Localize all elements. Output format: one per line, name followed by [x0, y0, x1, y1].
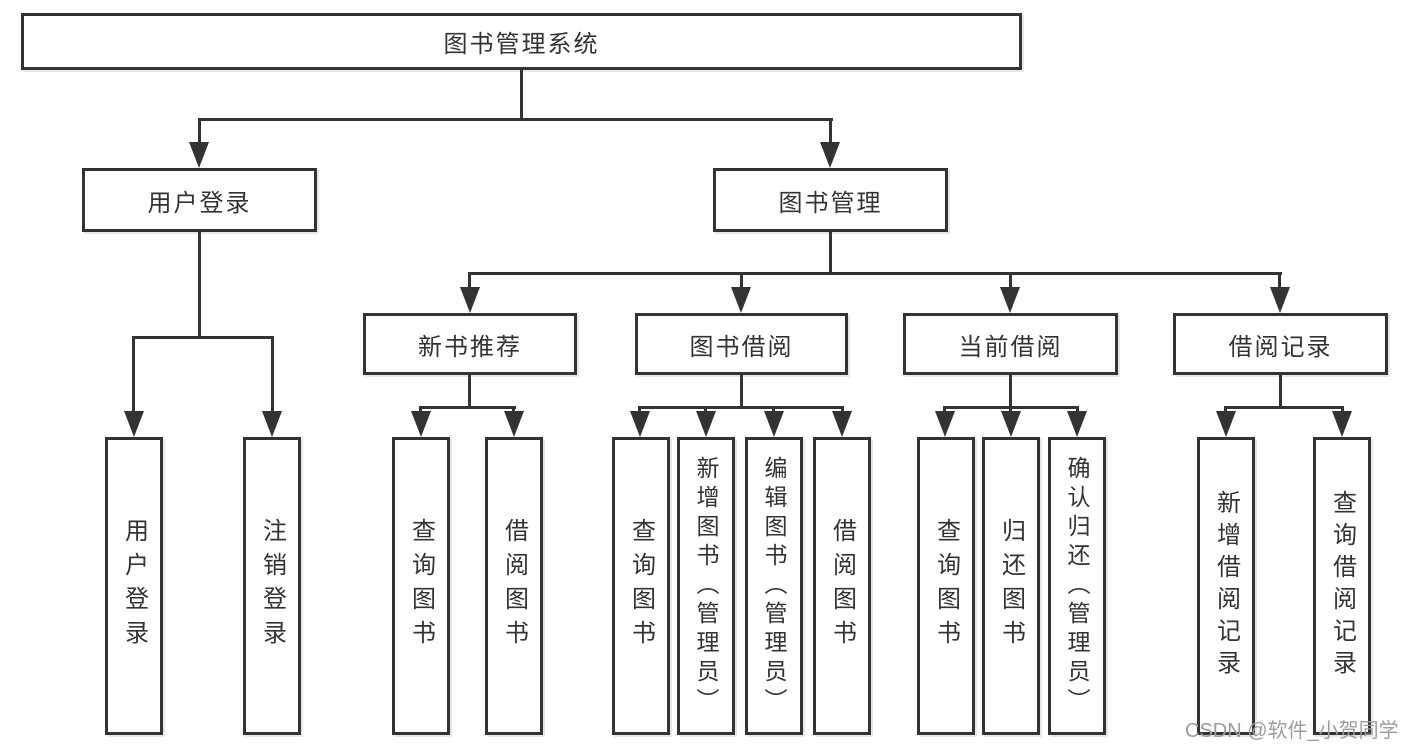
connector-user-login-splitter — [132, 336, 274, 339]
node-borrow-records-label: 借阅记录 — [1228, 333, 1333, 361]
arrowhead-down-bb-add — [696, 411, 716, 437]
arrowhead-down-cb-confirm — [1067, 411, 1087, 437]
connector-br-splitter — [1224, 406, 1344, 409]
arrowhead-down-current-borrow — [1000, 287, 1020, 313]
leaf-bb-add-book-admin-label: 新增图书（管理员） — [693, 455, 719, 717]
leaf-nb-query-books-label: 查询图书 — [407, 518, 435, 654]
arrowhead-down-user-login — [189, 142, 209, 168]
arrowhead-down-leaf-logout — [262, 411, 282, 437]
leaf-bb-edit-book-admin-label: 编辑图书（管理员） — [761, 455, 787, 717]
connector-bb-splitter — [638, 406, 844, 409]
arrowhead-down-borrow-records — [1270, 287, 1290, 313]
connector-drop-cb-confirm — [1076, 406, 1079, 415]
connector-drop-nb-query — [419, 406, 422, 415]
arrowhead-down-new-book-recommend — [460, 287, 480, 313]
connector-drop-book-management — [829, 118, 832, 146]
connector-drop-bb-add — [704, 406, 707, 415]
node-root-library-management-system: 图书管理系统 — [21, 13, 1022, 70]
connector-root-stem — [520, 70, 523, 118]
leaf-cb-return-books: 归还图书 — [982, 437, 1040, 735]
node-user-login: 用户登录 — [82, 168, 317, 232]
leaf-user-login: 用户登录 — [105, 437, 163, 735]
node-new-book-recommend: 新书推荐 — [363, 313, 577, 375]
leaf-user-login-label: 用户登录 — [120, 518, 148, 654]
connector-drop-br-add — [1224, 406, 1227, 415]
node-current-borrow: 当前借阅 — [903, 313, 1118, 375]
arrowhead-down-br-add — [1216, 411, 1236, 437]
leaf-br-add-borrow-record-label: 新增借阅记录 — [1212, 490, 1240, 682]
leaf-bb-borrow-books-label: 借阅图书 — [828, 518, 856, 654]
connector-drop-borrow-records — [1278, 272, 1281, 291]
connector-nb-stem — [468, 375, 471, 406]
node-book-management: 图书管理 — [713, 168, 948, 232]
node-book-borrow: 图书借阅 — [635, 313, 848, 375]
leaf-br-add-borrow-record: 新增借阅记录 — [1197, 437, 1255, 735]
leaf-br-query-borrow-record: 查询借阅记录 — [1313, 437, 1371, 735]
connector-user-login-stem — [198, 232, 201, 336]
leaf-cb-return-books-label: 归还图书 — [997, 518, 1025, 654]
connector-drop-bb-query — [638, 406, 641, 415]
connector-bb-stem — [740, 375, 743, 406]
arrowhead-down-bb-borrow — [832, 411, 852, 437]
arrowhead-down-br-query — [1332, 411, 1352, 437]
connector-drop-cb-return — [1009, 406, 1012, 415]
arrowhead-down-cb-return — [1001, 411, 1021, 437]
connector-drop-nb-borrow — [512, 406, 515, 415]
leaf-logout: 注销登录 — [243, 437, 301, 735]
connector-book-management-splitter — [468, 272, 1282, 275]
leaf-bb-query-books: 查询图书 — [612, 437, 670, 735]
arrowhead-down-nb-query — [411, 411, 431, 437]
arrowhead-down-leaf-login — [124, 411, 144, 437]
connector-cb-stem — [1009, 375, 1012, 406]
connector-drop-leaf-logout — [271, 336, 274, 415]
arrowhead-down-book-management — [820, 142, 840, 168]
connector-root-splitter — [198, 118, 833, 121]
connector-drop-new-book-recommend — [468, 272, 471, 291]
node-book-borrow-label: 图书借阅 — [689, 333, 794, 361]
connector-br-stem — [1279, 375, 1282, 406]
connector-book-management-stem — [829, 232, 832, 272]
node-root-label: 图书管理系统 — [443, 31, 600, 58]
leaf-cb-confirm-return-admin-label: 确认归还（管理员） — [1064, 455, 1090, 717]
leaf-logout-label: 注销登录 — [258, 518, 286, 654]
leaf-bb-add-book-admin: 新增图书（管理员） — [677, 437, 735, 735]
leaf-nb-query-books: 查询图书 — [392, 437, 450, 735]
connector-drop-current-borrow — [1009, 272, 1012, 291]
leaf-cb-query-books-label: 查询图书 — [932, 518, 960, 654]
node-new-book-recommend-label: 新书推荐 — [418, 333, 522, 361]
leaf-nb-borrow-books: 借阅图书 — [485, 437, 543, 735]
leaf-cb-confirm-return-admin: 确认归还（管理员） — [1048, 437, 1106, 735]
connector-nb-splitter — [419, 406, 516, 409]
connector-drop-bb-borrow — [841, 406, 844, 415]
connector-drop-leaf-login — [132, 336, 135, 415]
connector-drop-br-query — [1341, 406, 1344, 415]
node-book-management-label: 图书管理 — [778, 189, 883, 217]
connector-drop-cb-query — [943, 406, 946, 415]
leaf-bb-edit-book-admin: 编辑图书（管理员） — [745, 437, 803, 735]
connector-drop-bb-edit — [772, 406, 775, 415]
leaf-bb-borrow-books: 借阅图书 — [813, 437, 871, 735]
leaf-nb-borrow-books-label: 借阅图书 — [500, 518, 528, 654]
connector-drop-book-borrow — [740, 272, 743, 291]
arrowhead-down-book-borrow — [731, 287, 751, 313]
connector-drop-user-login — [198, 118, 201, 146]
node-user-login-label: 用户登录 — [147, 189, 252, 217]
csdn-watermark: CSDN @软件_小贺同学 — [1185, 720, 1399, 742]
arrowhead-down-cb-query — [935, 411, 955, 437]
node-borrow-records: 借阅记录 — [1173, 313, 1388, 375]
leaf-cb-query-books: 查询图书 — [917, 437, 975, 735]
arrowhead-down-nb-borrow — [504, 411, 524, 437]
arrowhead-down-bb-edit — [764, 411, 784, 437]
leaf-br-query-borrow-record-label: 查询借阅记录 — [1328, 490, 1356, 682]
node-current-borrow-label: 当前借阅 — [958, 333, 1063, 361]
arrowhead-down-bb-query — [630, 411, 650, 437]
leaf-bb-query-books-label: 查询图书 — [627, 518, 655, 654]
